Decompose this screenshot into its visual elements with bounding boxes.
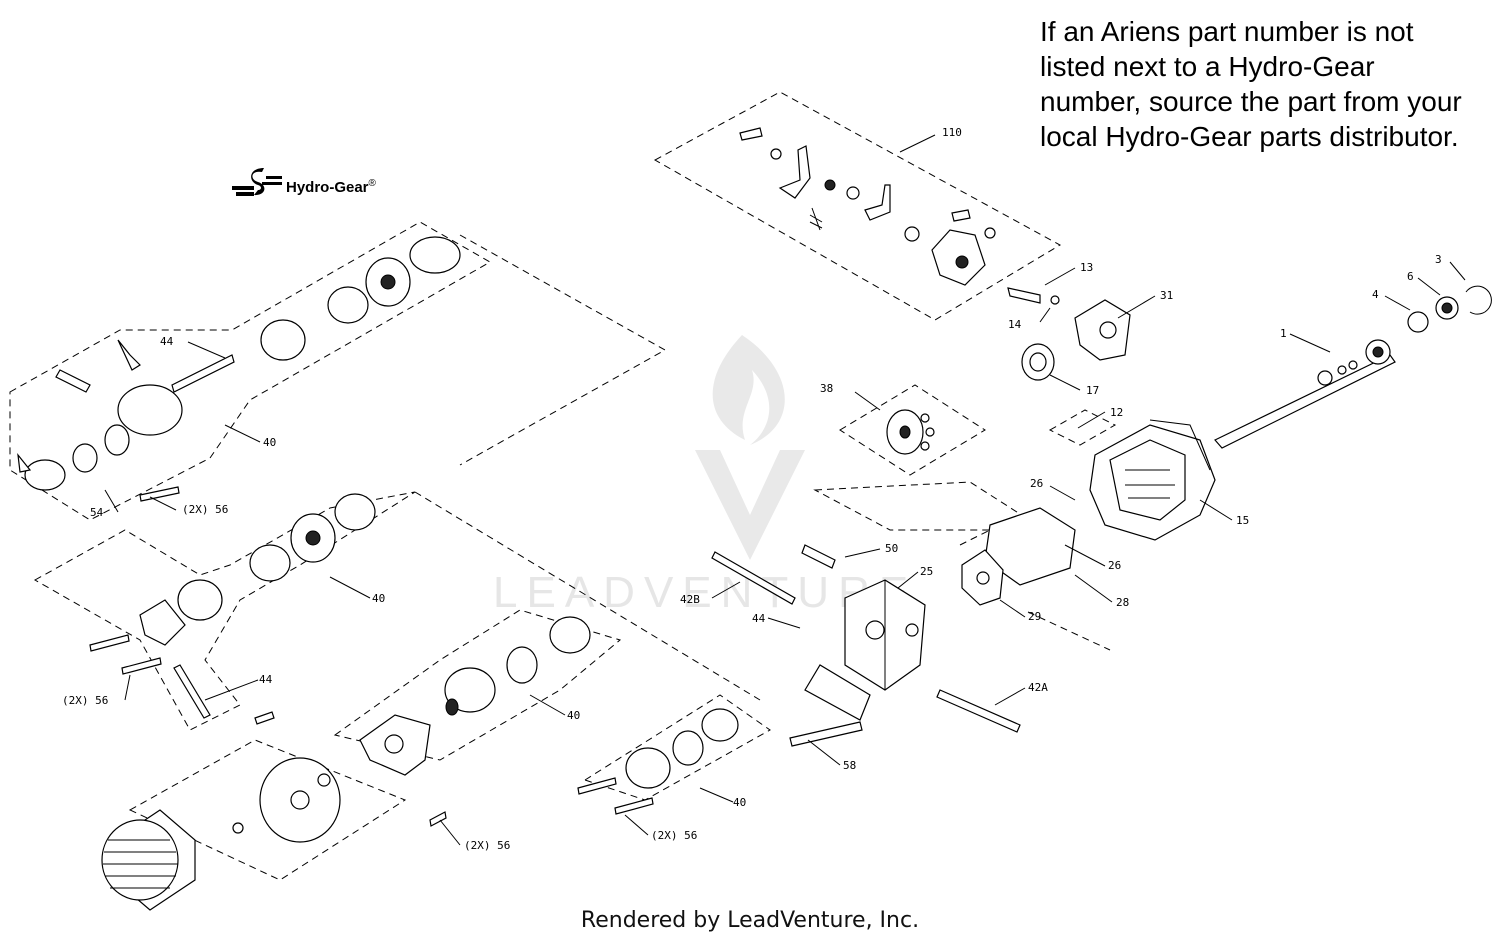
brand-logo: Hydro-Gear® xyxy=(286,178,376,196)
motor-cluster-middle xyxy=(139,493,376,719)
callout-label: 6 xyxy=(1407,270,1414,283)
main-housing xyxy=(1089,419,1216,541)
callout-label: 110 xyxy=(942,126,962,139)
callout-label: 38 xyxy=(820,382,833,395)
plate-29 xyxy=(961,549,1004,606)
callout-label: 28 xyxy=(1116,596,1129,609)
brand-name: Hydro-Gear xyxy=(286,179,369,196)
callout-label: 42B xyxy=(680,593,700,606)
brand-logo-mark xyxy=(232,168,282,196)
valve-50 xyxy=(801,544,836,569)
seal-17 xyxy=(1021,343,1055,381)
callout-label: 14 xyxy=(1008,318,1022,331)
cylinder-block-38 xyxy=(886,409,935,455)
callout-label: 4 xyxy=(1372,288,1379,301)
callout-label: (2X) 56 xyxy=(62,694,108,707)
callout-label: 25 xyxy=(920,565,933,578)
callout-label: (2X) 56 xyxy=(651,829,697,842)
note-line: If an Ariens part number is not xyxy=(1040,16,1414,47)
callout-label: 15 xyxy=(1236,514,1249,527)
motor-cluster-lower xyxy=(101,616,591,911)
callout-label: 44 xyxy=(160,335,174,348)
callout-label: 26 xyxy=(1030,477,1043,490)
callout-label: 44 xyxy=(259,673,273,686)
callout-label: 40 xyxy=(263,436,276,449)
sourcing-note: If an Ariens part number is not listed n… xyxy=(1040,14,1490,154)
callout-label: 17 xyxy=(1086,384,1099,397)
watermark: LEADVENTURE xyxy=(493,335,917,617)
callout-label: 13 xyxy=(1080,261,1093,274)
note-line: listed next to a Hydro-Gear xyxy=(1040,51,1375,82)
control-arm-assembly xyxy=(739,127,996,286)
footer-credit: Rendered by LeadVenture, Inc. xyxy=(580,908,920,933)
callout-label: 3 xyxy=(1435,253,1442,266)
note-line: local Hydro-Gear parts distributor. xyxy=(1040,121,1459,152)
bracket-31 xyxy=(1007,287,1131,361)
input-shaft xyxy=(1214,339,1396,449)
callout-label: 26 xyxy=(1108,559,1121,572)
brand-registered-mark: ® xyxy=(368,178,376,189)
callout-label: 40 xyxy=(733,796,746,809)
callout-label: (2X) 56 xyxy=(182,503,228,516)
center-section-25 xyxy=(844,579,926,691)
group-outlines xyxy=(9,91,1117,881)
motor-cluster-upper xyxy=(17,236,461,491)
callout-label: (2X) 56 xyxy=(464,839,510,852)
callout-label: 50 xyxy=(885,542,898,555)
callout-label: 12 xyxy=(1110,406,1123,419)
valve-42a xyxy=(936,689,1021,733)
watermark-text: LEADVENTURE xyxy=(493,568,917,617)
callout-labels: 110 13 14 31 3 6 4 1 17 38 12 26 15 26 2… xyxy=(62,126,1442,852)
callout-label: 58 xyxy=(843,759,856,772)
callout-label: 1 xyxy=(1280,327,1287,340)
callout-label: 29 xyxy=(1028,610,1041,623)
callout-label: 40 xyxy=(372,592,385,605)
leader-lines xyxy=(104,134,1466,846)
note-line: number, source the part from your xyxy=(1040,86,1462,117)
bolts xyxy=(89,486,654,827)
valve-42b xyxy=(711,551,796,605)
callout-label: 44 xyxy=(752,612,766,625)
callout-label: 31 xyxy=(1160,289,1173,302)
callout-label: 54 xyxy=(90,506,104,519)
mount-bracket-58 xyxy=(789,664,871,747)
seal-bearing-set xyxy=(1407,285,1492,333)
callout-label: 42A xyxy=(1028,681,1048,694)
callout-label: 40 xyxy=(567,709,580,722)
motor-cluster-bottom xyxy=(625,708,739,789)
